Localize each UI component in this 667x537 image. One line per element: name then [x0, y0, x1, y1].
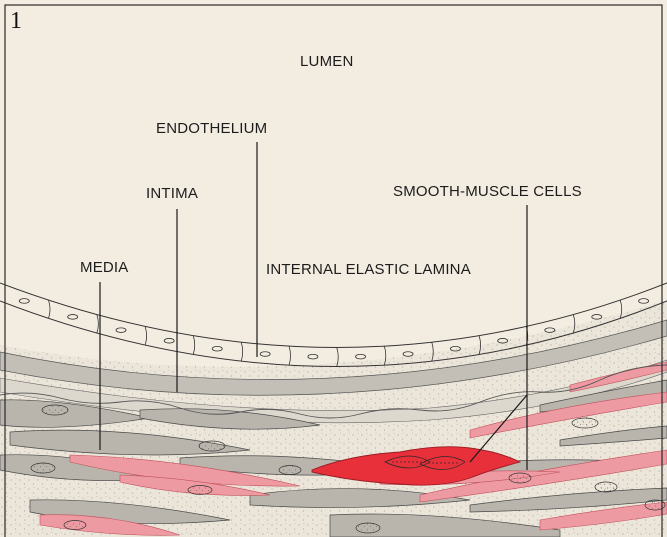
nucleus: [572, 418, 598, 428]
label-smooth-muscle-cells: SMOOTH-MUSCLE CELLS: [393, 183, 582, 200]
nucleus: [42, 405, 68, 415]
label-lumen: LUMEN: [300, 53, 354, 70]
nucleus: [64, 521, 86, 530]
nucleus: [595, 482, 617, 492]
label-intima: INTIMA: [146, 185, 198, 202]
panel-number: 1: [10, 8, 22, 35]
nucleus: [188, 486, 212, 495]
nucleus: [279, 466, 301, 475]
label-media: MEDIA: [80, 259, 129, 276]
label-endothelium: ENDOTHELIUM: [156, 120, 267, 137]
nucleus: [31, 463, 55, 473]
nucleus: [199, 441, 225, 451]
label-internal-elastic-lamina: INTERNAL ELASTIC LAMINA: [266, 261, 471, 278]
nucleus: [356, 523, 380, 533]
nucleus: [509, 473, 531, 483]
